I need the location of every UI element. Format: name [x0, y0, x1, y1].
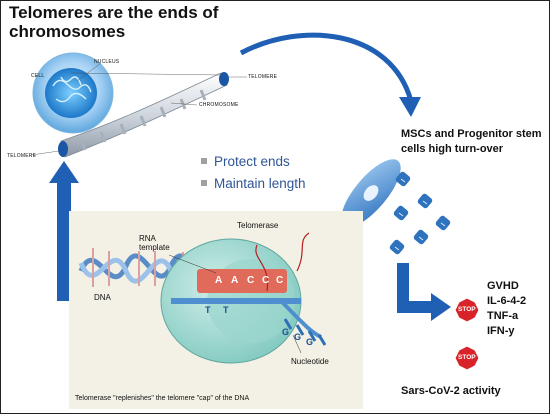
- telomerase-caption: Telomerase "replenishes" the telomere "c…: [75, 395, 250, 402]
- stop-sign-icon-2: [454, 345, 480, 371]
- slide-title: Telomeres are the ends of chromosomes: [9, 3, 219, 41]
- rna-letter: A: [231, 275, 239, 286]
- outcome-list: GVHD IL-6-4-2 TNF-a IFN-y: [487, 279, 526, 339]
- stop-sign-icon: [454, 297, 480, 323]
- stop-sign-text: STOP: [458, 354, 476, 361]
- bullet-icon: [201, 158, 207, 164]
- dna-letter: G: [282, 327, 290, 337]
- function-list: Protect ends Maintain length: [201, 151, 306, 195]
- dna-letter: T: [205, 305, 211, 315]
- curved-arrow-to-stem-cells: [239, 32, 414, 102]
- l-arrow: [397, 263, 451, 321]
- telomerase-label: Telomerase: [237, 221, 279, 230]
- curved-arrow-head: [399, 97, 421, 117]
- telomere-bottom-label: TELOMERE: [7, 153, 37, 159]
- chromosome-illustration: [30, 62, 247, 158]
- stem-cells-text: MSCs and Progenitor stem cells high turn…: [401, 128, 542, 155]
- nucleus-label: NUCLEUS: [94, 59, 120, 65]
- outcome-item: IFN-y: [487, 325, 515, 337]
- bullet-icon: [201, 180, 207, 186]
- rna-template-label: RNA template: [139, 234, 170, 252]
- dna-label: DNA: [94, 293, 111, 302]
- outcome-item: GVHD: [487, 280, 519, 292]
- dna-letter: G: [306, 337, 314, 347]
- rna-letter: C: [247, 275, 255, 286]
- outcome-item: IL-6-4-2: [487, 295, 527, 307]
- dna-letter: G: [294, 332, 302, 342]
- stem-cells-illustration: [341, 159, 451, 255]
- dna-letter: T: [223, 305, 229, 315]
- up-arrow: [49, 161, 79, 301]
- cell-illustration: [32, 52, 114, 134]
- function-item: Maintain length: [201, 173, 306, 195]
- telomere-top-label: TELOMERE: [248, 74, 278, 80]
- rna-letter: C: [262, 275, 270, 286]
- stop-sign-text: STOP: [458, 306, 476, 313]
- sars-cov-2-text: Sars-CoV-2 activity: [401, 385, 501, 397]
- cell-label: CELL: [31, 73, 45, 79]
- rna-letter: A: [215, 275, 223, 286]
- outcome-item: TNF-a: [487, 310, 519, 322]
- function-item: Protect ends: [201, 151, 306, 173]
- chromosome-label: CHROMOSOME: [199, 102, 239, 108]
- rna-letter: C: [276, 275, 284, 286]
- nucleotide-label: Nucleotide: [291, 357, 329, 366]
